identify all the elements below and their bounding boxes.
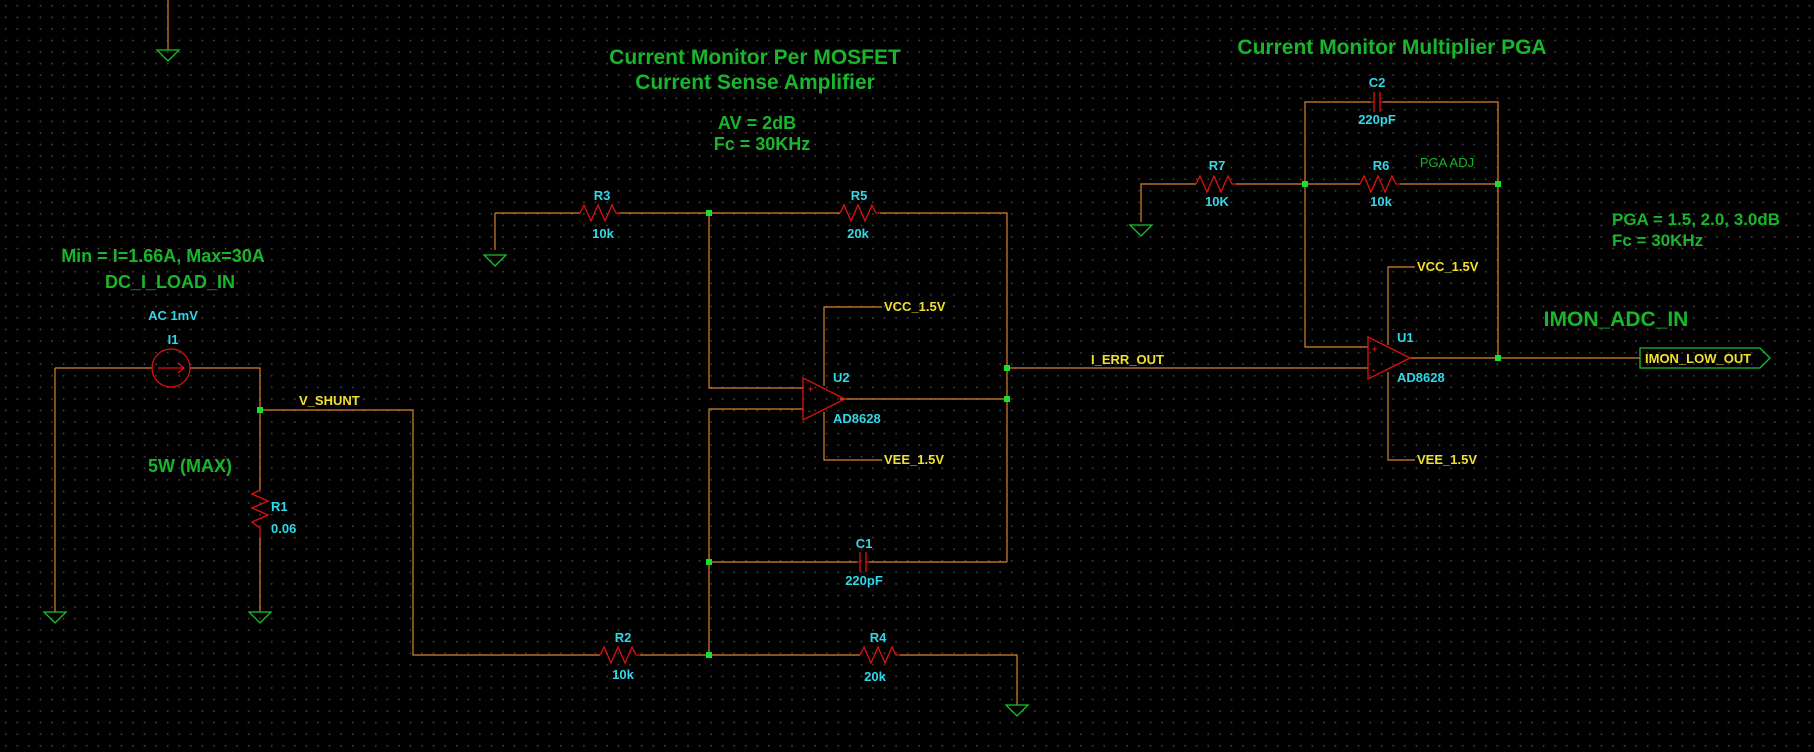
r2-value: 10k <box>612 667 634 682</box>
r5-ref: R5 <box>851 188 868 203</box>
source-ref-label: I1 <box>168 332 179 347</box>
resistor-r6-icon <box>1359 174 1400 194</box>
pga-title: Current Monitor Multiplier PGA <box>1237 36 1546 59</box>
power-label: 5W (MAX) <box>148 456 232 476</box>
opamp-u1-icon: + - <box>1367 335 1412 381</box>
u2-ref: U2 <box>833 370 850 385</box>
r3-ref: R3 <box>594 188 611 203</box>
load-range-label: Min = I=1.66A, Max=30A <box>61 246 265 266</box>
net-vee-u2: VEE_1.5V <box>884 452 944 467</box>
capacitor-c1-icon <box>857 552 869 572</box>
r6-value: 10k <box>1370 194 1392 209</box>
u1-part: AD8628 <box>1397 370 1445 385</box>
r4-value: 20k <box>864 669 886 684</box>
pga-cutoff-label: Fc = 30KHz <box>1612 231 1703 250</box>
opamp-u2-icon: + - <box>802 376 847 422</box>
net-labels: V_SHUNT I_ERR_OUT VCC_1.5V VEE_1.5V VCC_… <box>299 259 1479 467</box>
ground-icon <box>247 611 273 624</box>
c2-value: 220pF <box>1358 112 1396 127</box>
r7-value: 10K <box>1205 194 1229 209</box>
r1-ref: R1 <box>271 499 288 514</box>
resistor-r3-icon <box>579 203 620 223</box>
resistor-r4-icon <box>859 645 900 665</box>
r1-value: 0.06 <box>271 521 296 536</box>
ground-icon <box>155 49 181 62</box>
u2-part: AD8628 <box>833 411 881 426</box>
output-port[interactable]: IMON_LOW_OUT <box>1639 347 1771 369</box>
resistor-r5-icon <box>839 203 880 223</box>
svg-text:-: - <box>1372 365 1375 375</box>
r2-ref: R2 <box>615 630 632 645</box>
main-title-line1: Current Monitor Per MOSFET <box>609 46 901 69</box>
imon-adc-label: IMON_ADC_IN <box>1544 308 1689 331</box>
resistor-r2-icon <box>599 645 640 665</box>
component-labels: AC 1mV I1 R3 10k R5 20k R2 10k R4 20k R1… <box>148 75 1445 684</box>
pga-gain-label: PGA = 1.5, 2.0, 3.0dB <box>1612 210 1780 229</box>
current-source-icon <box>151 348 191 388</box>
svg-text:+: + <box>808 384 813 394</box>
resistor-symbols <box>250 174 1400 665</box>
ground-symbols <box>42 49 1154 717</box>
net-ierr: I_ERR_OUT <box>1091 352 1164 367</box>
ground-icon <box>1004 704 1030 717</box>
port-arrow-icon <box>1639 347 1771 369</box>
c1-value: 220pF <box>845 573 883 588</box>
svg-text:+: + <box>1372 344 1377 354</box>
r5-value: 20k <box>847 226 869 241</box>
ground-icon <box>482 254 508 267</box>
net-vcc-u2: VCC_1.5V <box>884 299 946 314</box>
c1-ref: C1 <box>856 536 873 551</box>
svg-text:-: - <box>808 406 811 416</box>
net-vcc-u1: VCC_1.5V <box>1417 259 1479 274</box>
c2-ref: C2 <box>1369 75 1386 90</box>
titles: Current Monitor Per MOSFET Current Sense… <box>61 36 1780 476</box>
r6-ref: R6 <box>1373 158 1390 173</box>
capacitor-c2-icon <box>1371 92 1383 112</box>
gain-label: AV = 2dB <box>718 113 796 133</box>
net-vee-u1: VEE_1.5V <box>1417 452 1477 467</box>
resistor-r7-icon <box>1195 174 1236 194</box>
r3-value: 10k <box>592 226 614 241</box>
r4-ref: R4 <box>870 630 887 645</box>
main-title-line2: Current Sense Amplifier <box>635 71 875 94</box>
cutoff-label: Fc = 30KHz <box>714 134 811 154</box>
source-ac-label: AC 1mV <box>148 308 198 323</box>
resistor-r1-icon <box>250 489 270 538</box>
r7-ref: R7 <box>1209 158 1226 173</box>
ground-icon <box>42 611 68 624</box>
pga-adj-label: PGA ADJ <box>1420 155 1474 170</box>
port-label: IMON_LOW_OUT <box>1645 351 1751 366</box>
capacitor-symbols <box>857 92 1383 572</box>
load-name-label: DC_I_LOAD_IN <box>105 272 235 292</box>
net-vshunt: V_SHUNT <box>299 393 360 408</box>
junction-nodes <box>257 181 1501 658</box>
u1-ref: U1 <box>1397 330 1414 345</box>
ground-icon <box>1128 224 1154 237</box>
wires <box>54 0 1640 705</box>
